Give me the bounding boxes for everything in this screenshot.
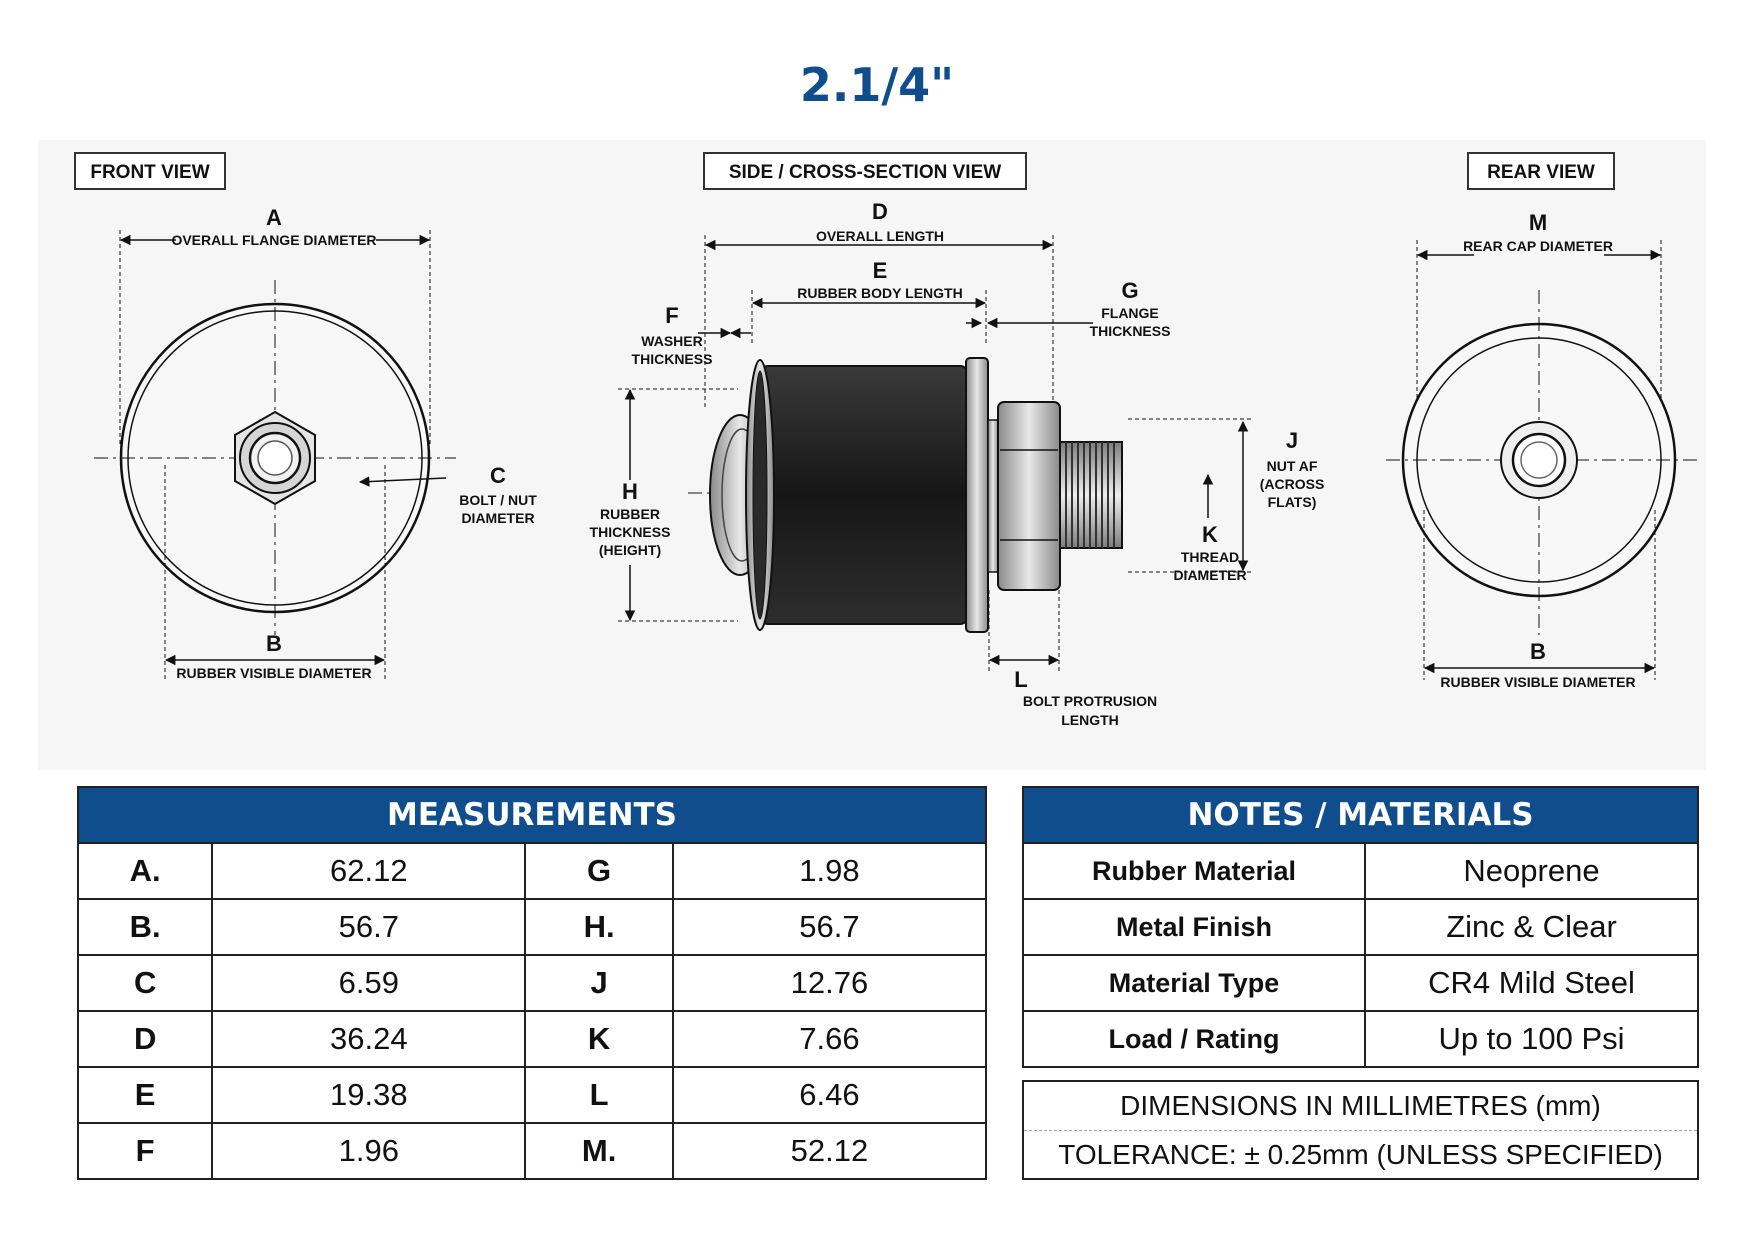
- measure-key: F: [76, 1122, 214, 1180]
- note-label: Metal Finish: [1022, 898, 1366, 956]
- dim-l-text-2: LENGTH: [1061, 712, 1119, 728]
- measure-value: 19.38: [211, 1066, 527, 1124]
- measure-value: 6.46: [671, 1066, 988, 1124]
- dim-b-letter-rear: B: [1530, 639, 1546, 664]
- side-hex-nut: [997, 401, 1061, 591]
- dim-f-text-1: WASHER: [641, 333, 702, 349]
- dim-h-text-1: RUBBER: [600, 506, 660, 522]
- side-view: SIDE / CROSS-SECTION VIEW D OVERALL LENG…: [590, 152, 1325, 728]
- note-label: Load / Rating: [1022, 1010, 1366, 1068]
- dim-d-letter: D: [872, 199, 888, 224]
- table-row: D 36.24 K 7.66: [76, 1010, 988, 1068]
- measure-key: E: [76, 1066, 214, 1124]
- measure-value: 52.12: [671, 1122, 988, 1180]
- side-right-flange: [965, 357, 989, 633]
- measure-value: 56.7: [211, 898, 527, 956]
- dim-b-text-rear: RUBBER VISIBLE DIAMETER: [1440, 674, 1635, 690]
- measure-key: K: [524, 1010, 674, 1068]
- dim-k-text-2: DIAMETER: [1173, 567, 1246, 583]
- dim-j-text-1: NUT AF: [1267, 458, 1318, 474]
- measure-value: 7.66: [671, 1010, 988, 1068]
- dim-k-text-1: THREAD: [1181, 549, 1239, 565]
- dim-k-letter: K: [1202, 522, 1218, 547]
- table-row: Material Type CR4 Mild Steel: [1022, 954, 1699, 1012]
- table-row: Metal Finish Zinc & Clear: [1022, 898, 1699, 956]
- dim-g-letter: G: [1121, 278, 1138, 303]
- page-title: 2.1/4": [799, 58, 955, 112]
- dim-e-letter: E: [873, 258, 888, 283]
- measure-value: 56.7: [671, 898, 988, 956]
- dim-j-text-2: (ACROSS: [1260, 476, 1325, 492]
- dim-b-text-front: RUBBER VISIBLE DIAMETER: [176, 665, 371, 681]
- measure-value: 1.96: [211, 1122, 527, 1180]
- rear-view-label-box: [1467, 152, 1615, 190]
- dim-h-text-3: (HEIGHT): [599, 542, 661, 558]
- table-row: Load / Rating Up to 100 Psi: [1022, 1010, 1699, 1068]
- dim-g-text-1: FLANGE: [1101, 305, 1159, 321]
- dim-m-text: REAR CAP DIAMETER: [1463, 238, 1613, 254]
- dim-e-text: RUBBER BODY LENGTH: [797, 285, 962, 301]
- dim-b-letter-front: B: [266, 631, 282, 656]
- rear-view: REAR VIEW M REAR CAP DIAMETER B RUBBER V…: [1386, 152, 1698, 690]
- notes-header: NOTES / MATERIALS: [1022, 786, 1699, 844]
- measure-key: C: [76, 954, 214, 1012]
- table-row: F 1.96 M. 52.12: [76, 1122, 988, 1180]
- table-row: C 6.59 J 12.76: [76, 954, 988, 1012]
- measure-value: 6.59: [211, 954, 527, 1012]
- side-view-label: SIDE / CROSS-SECTION VIEW: [729, 162, 1001, 183]
- measure-key: G: [524, 842, 674, 900]
- measure-key: L: [524, 1066, 674, 1124]
- dim-c-letter: C: [490, 463, 506, 488]
- note-value: Neoprene: [1364, 842, 1699, 900]
- table-row: A. 62.12 G 1.98: [76, 842, 988, 900]
- technical-drawing: FRONT VIEW A OVERALL FLANGE DIAMETER C B…: [38, 140, 1706, 770]
- units-note: DIMENSIONS IN MILLIMETRES (mm): [1120, 1090, 1601, 1121]
- measure-key: D: [76, 1010, 214, 1068]
- side-view-label-box: [703, 152, 1027, 190]
- dim-c-text-2: DIAMETER: [461, 510, 534, 526]
- dim-f-text-2: THICKNESS: [632, 351, 713, 367]
- note-value: Up to 100 Psi: [1364, 1010, 1699, 1068]
- dim-a-text: OVERALL FLANGE DIAMETER: [171, 232, 376, 248]
- measure-value: 12.76: [671, 954, 988, 1012]
- dim-g-text-2: THICKNESS: [1090, 323, 1171, 339]
- notes-table: NOTES / MATERIALS Rubber Material Neopre…: [1022, 786, 1699, 1068]
- side-rubber-body: [759, 365, 969, 625]
- dim-d-text: OVERALL LENGTH: [816, 228, 944, 244]
- note-value: CR4 Mild Steel: [1364, 954, 1699, 1012]
- measure-key: M.: [524, 1122, 674, 1180]
- measure-value: 62.12: [211, 842, 527, 900]
- dim-j-text-3: FLATS): [1268, 494, 1317, 510]
- dim-c-text-1: BOLT / NUT: [459, 492, 537, 508]
- table-row: B. 56.7 H. 56.7: [76, 898, 988, 956]
- measure-key: B.: [76, 898, 214, 956]
- measure-key: A.: [76, 842, 214, 900]
- front-view-label-box: [74, 152, 226, 190]
- note-label: Material Type: [1022, 954, 1366, 1012]
- dim-j-letter: J: [1286, 428, 1298, 453]
- table-row: Rubber Material Neoprene: [1022, 842, 1699, 900]
- dimension-notes-box: DIMENSIONS IN MILLIMETRES (mm) TOLERANCE…: [1022, 1080, 1699, 1180]
- rear-view-label: REAR VIEW: [1487, 162, 1595, 183]
- measure-value: 36.24: [211, 1010, 527, 1068]
- dim-l-text-1: BOLT PROTRUSION: [1023, 693, 1157, 709]
- measure-value: 1.98: [671, 842, 988, 900]
- note-value: Zinc & Clear: [1364, 898, 1699, 956]
- front-view: FRONT VIEW A OVERALL FLANGE DIAMETER C B…: [74, 152, 537, 681]
- tolerance-note: TOLERANCE: ± 0.25mm (UNLESS SPECIFIED): [1024, 1130, 1697, 1179]
- dim-l-letter: L: [1014, 667, 1027, 692]
- dim-m-letter: M: [1529, 210, 1547, 235]
- measure-key: J: [524, 954, 674, 1012]
- measurements-table: MEASUREMENTS A. 62.12 G 1.98 B. 56.7 H. …: [76, 786, 988, 1180]
- drawing-canvas: FRONT VIEW A OVERALL FLANGE DIAMETER C B…: [74, 152, 1698, 728]
- measure-key: H.: [524, 898, 674, 956]
- front-view-label: FRONT VIEW: [90, 162, 209, 183]
- dim-h-letter: H: [622, 479, 638, 504]
- note-label: Rubber Material: [1022, 842, 1366, 900]
- measurements-header: MEASUREMENTS: [77, 786, 987, 844]
- dim-a-letter: A: [266, 205, 282, 230]
- dim-f-letter: F: [665, 303, 678, 328]
- dim-h-text-2: THICKNESS: [590, 524, 671, 540]
- table-row: E 19.38 L 6.46: [76, 1066, 988, 1124]
